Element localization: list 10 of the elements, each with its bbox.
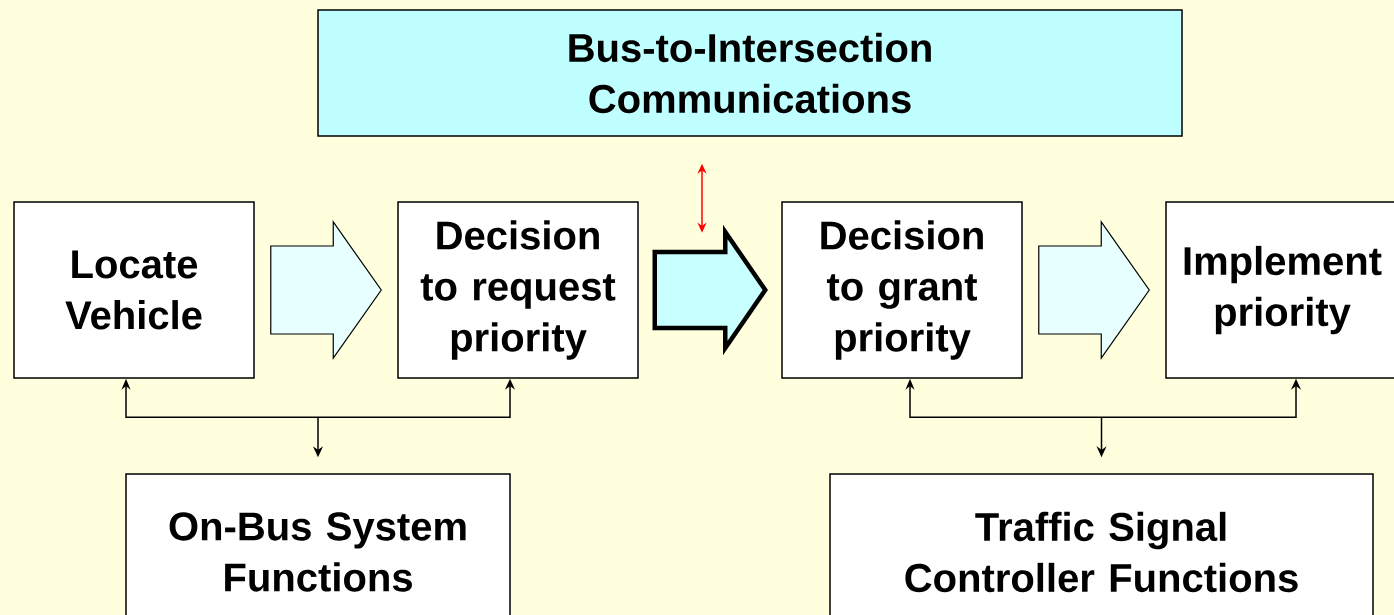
process-box: Decision to grant priority [781,201,1023,379]
block-arrow [1038,220,1150,360]
block-arrow [652,224,768,356]
process-box: Decision to request priority [397,201,639,379]
process-box: Locate Vehicle [13,201,255,379]
function-box: On-Bus System Functions [125,473,511,615]
function-box: Traffic Signal Controller Functions [829,473,1374,615]
block-arrow [270,220,382,360]
title-box: Bus-to-Intersection Communications [317,9,1183,137]
process-box: Implement priority [1165,201,1394,379]
